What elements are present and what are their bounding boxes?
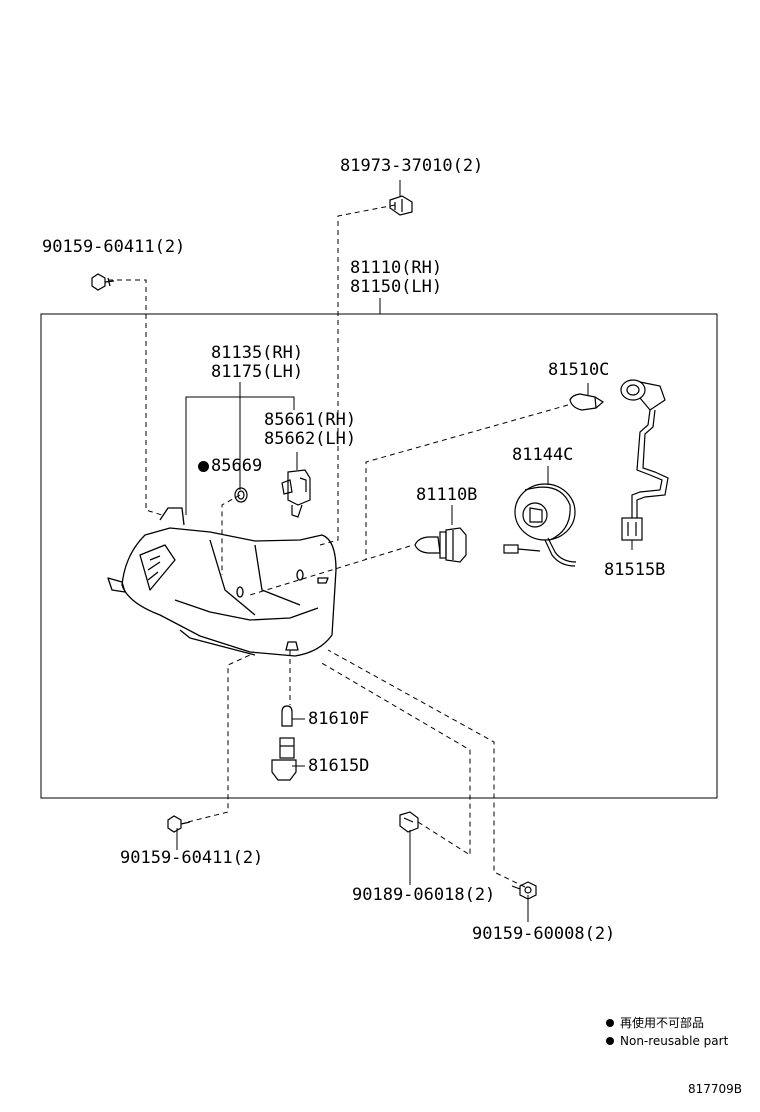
label-90159-60411-bottom: 90159-60411(2) xyxy=(120,848,264,868)
legend-dot-icon xyxy=(606,1019,614,1027)
label-81615d: 81615D xyxy=(308,756,370,776)
screw-90159-bottom xyxy=(167,815,191,833)
headlamp-housing xyxy=(107,507,337,657)
o-ring-85669 xyxy=(234,487,248,503)
label-85669-text: 85669 xyxy=(211,456,263,476)
catalog-number: 817709B xyxy=(688,1082,743,1096)
label-90189-06018: 90189-06018(2) xyxy=(352,885,496,905)
label-81610f: 81610F xyxy=(308,709,370,729)
label-81175-lh: 81175(LH) xyxy=(211,362,304,382)
nut-90189 xyxy=(399,811,419,833)
dash-81973 xyxy=(319,204,396,546)
dash-bulb-81510c xyxy=(365,404,569,560)
actuator-85661 xyxy=(281,469,311,518)
legend-dot-icon xyxy=(606,1037,614,1045)
screw-90159-top xyxy=(91,273,115,291)
dash-bulb-81110b xyxy=(249,545,411,596)
socket-81515b xyxy=(620,379,669,541)
dash-90159c xyxy=(327,649,526,888)
dash-90189 xyxy=(319,661,471,856)
label-90159-60411-top: 90159-60411(2) xyxy=(42,237,186,257)
dash-90159b xyxy=(187,654,251,823)
label-85661-rh: 85661(RH) xyxy=(264,410,357,430)
legend-english-text: Non-reusable part xyxy=(620,1034,729,1048)
legend-japanese-text: 再使用不可部品 xyxy=(620,1016,705,1030)
legend-japanese: 再使用不可部品 xyxy=(606,1015,704,1031)
label-81110b: 81110B xyxy=(416,485,478,505)
label-81515b: 81515B xyxy=(604,560,666,580)
label-81110-rh: 81110(RH) xyxy=(350,258,443,278)
shade-81144c xyxy=(503,483,577,567)
label-81135-rh: 81135(RH) xyxy=(211,343,304,363)
bulb-81610f xyxy=(281,705,293,727)
bulb-81110b xyxy=(414,527,467,563)
label-81973-37010: 81973-37010(2) xyxy=(340,156,484,176)
dash-90159a xyxy=(108,279,166,517)
label-81150-lh: 81150(LH) xyxy=(350,277,443,297)
socket-81615d xyxy=(271,737,297,781)
label-90159-60008: 90159-60008(2) xyxy=(472,924,616,944)
bulb-81510c xyxy=(569,393,605,411)
assembly-frame xyxy=(40,313,718,799)
non-reusable-bullet-icon xyxy=(198,461,209,472)
legend-english: Non-reusable part xyxy=(606,1033,728,1049)
screw-90159-60008 xyxy=(511,881,537,900)
label-85669: 85669 xyxy=(198,456,262,476)
label-85662-lh: 85662(LH) xyxy=(264,429,357,449)
dash-85669 xyxy=(221,494,241,575)
clip-81973 xyxy=(389,195,413,216)
label-81144c: 81144C xyxy=(512,445,574,465)
label-81510c: 81510C xyxy=(548,360,610,380)
